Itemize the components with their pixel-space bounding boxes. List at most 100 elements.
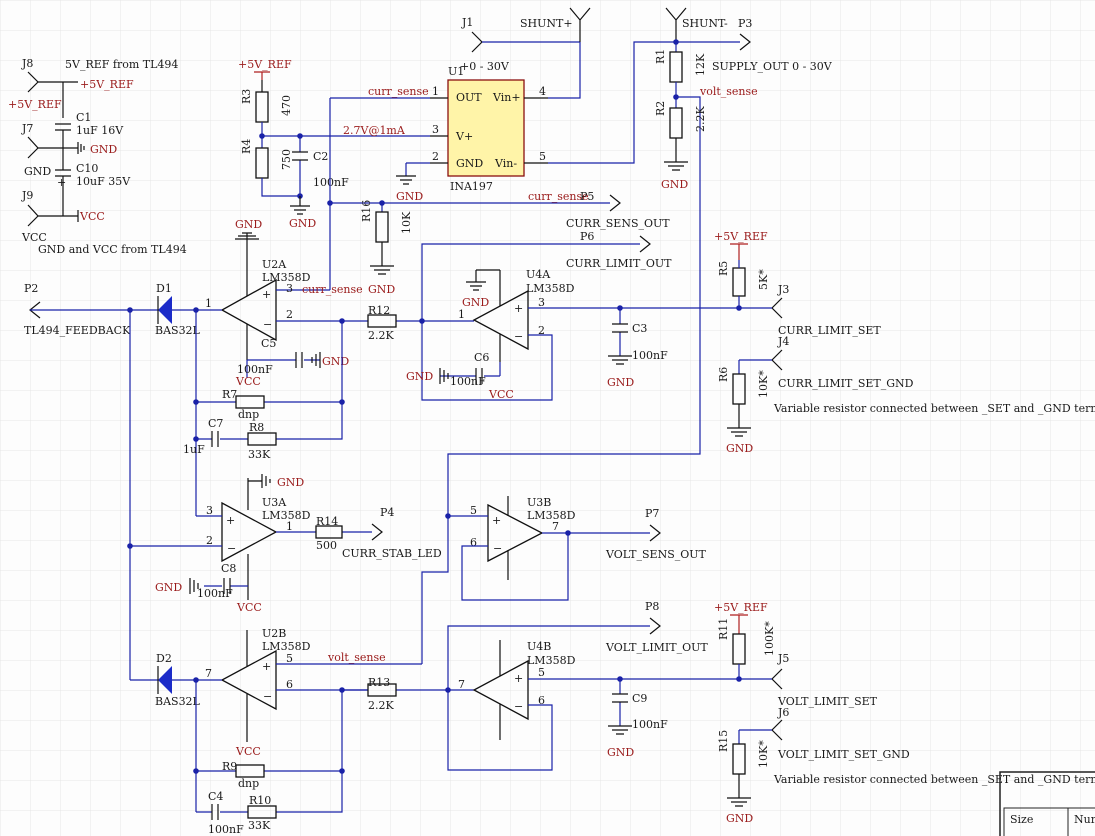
p5-ref: P5 [580,190,594,203]
u1-pin1: 1 [432,85,439,98]
note-curr: Variable resistor connected between _SET… [773,402,1095,415]
c4-value: 100nF [208,823,244,836]
r6-gnd-label: GND [726,442,753,455]
u1-pin4: 4 [539,85,546,98]
svg-text:−: − [493,542,502,555]
c4-ref: C4 [208,790,223,803]
c1-ref: C1 [76,111,91,124]
p4-arrow-icon [371,523,383,541]
c2-capacitor-icon [292,151,308,161]
p4-net: CURR_STAB_LED [342,547,442,560]
svg-text:−: − [227,542,236,555]
j8-net: +5V_REF [80,78,134,91]
u2b-ref: U2B [262,627,286,640]
j8-left-net: +5V_REF [8,98,62,111]
u1-ic-body [447,79,525,177]
j1-desc: +0 - 30V [460,60,510,73]
r7-resistor [235,395,265,409]
svg-text:3: 3 [538,296,545,309]
r6-ref: R6 [717,367,730,382]
r2-ref: R2 [654,101,667,116]
svg-text:+: + [262,660,271,673]
svg-text:+: + [226,514,235,527]
r14-value: 500 [316,539,337,552]
d1-value: BAS32L [155,324,201,337]
svg-text:2: 2 [538,324,545,337]
r1-value: 12K [694,53,707,76]
v27-label: 2.7V@1mA [343,124,406,137]
c5-capacitor-icon [295,352,303,368]
c6-capacitor-icon [475,368,483,384]
svg-text:2: 2 [286,308,293,321]
u1-pin-vinp: Vin+ [492,91,521,104]
u2b-symbol [220,649,277,711]
r4-ref: R4 [240,139,253,154]
c6-gnd-label: GND [406,370,433,383]
r1-ref: R1 [654,49,667,64]
j8-desc: 5V_REF from TL494 [65,58,178,71]
gnd-icon-c5 [311,352,321,368]
c3-gnd-label: GND [607,376,634,389]
r15-ref: R15 [717,730,730,752]
r12-ref: R12 [368,304,390,317]
title-size-label: Size [1010,813,1033,826]
u1-ref: U1 [448,65,464,78]
u1-pin5: 5 [539,150,546,163]
gnd-icon-r16 [370,242,394,275]
gnd-icon-r6 [727,404,751,437]
j9-desc: GND and VCC from TL494 [38,243,187,256]
svg-text:+: + [514,672,523,685]
j3-ref: J3 [777,283,789,296]
u2a-gnd-label: GND [235,218,262,231]
p7-net: VOLT_SENS_OUT [605,548,707,561]
gnd-icon-c9 [608,725,632,735]
svg-text:+: + [492,514,501,527]
u3a-opamp: GND U3A LM358D + − 3 2 1 R14 500 P4 CURR… [127,474,442,614]
current-sense-outputs: curr_sense P5 R16 10K GND CURR_SENS_OUT … [327,190,672,321]
r6-value: 10K* [757,370,770,398]
c5-gnd-label: GND [322,355,349,368]
p5-arrow-icon [609,194,621,212]
r12-resistor [367,314,397,328]
r9-value: dnp [238,777,259,790]
u2a-vcc-label: VCC [235,375,261,388]
svg-text:3: 3 [286,282,293,295]
u1-pin2: 2 [432,150,439,163]
note-volt: Variable resistor connected between _SET… [773,773,1095,786]
r5-ref: R5 [717,261,730,276]
svg-text:5: 5 [286,652,293,665]
c2-gnd-label: GND [289,217,316,230]
r10-resistor [247,805,277,819]
c7-value: 1uF [183,443,205,456]
gnd-icon-c8 [189,578,199,594]
u3a-ref: U3A [262,496,287,509]
u2a-symbol [220,278,277,342]
r2-value: 2.2K [694,106,707,132]
u1-pin-gnd: GND [456,157,483,170]
svg-text:1: 1 [205,297,212,310]
c1-value: 1uF 16V [76,124,124,137]
p3-desc: SUPPLY_OUT 0 - 30V [712,60,833,73]
gnd-icon-u3a [247,474,271,510]
curr-sense-label-1: curr_sense [368,85,429,98]
c6-value: 100nF [450,375,486,388]
j1-ref: J1 [461,16,473,29]
p7-ref: P7 [645,507,659,520]
gnd-icon-c2 [290,196,310,215]
u1-gnd-label: GND [396,190,423,203]
u3b-value: LM358D [527,509,576,522]
r2-gnd-label: GND [661,178,688,191]
p8-ref: P8 [645,600,659,613]
u2b-opamp: U2B LM358D + − volt_sense 5 6 7 VCC D2 B… [130,627,422,758]
gnd-icon-u2a [235,232,259,260]
gnd-icon [77,142,85,154]
j6-net: VOLT_LIMIT_SET_GND [777,748,910,761]
u4b-value: LM358D [527,654,576,667]
svg-text:5: 5 [538,666,545,679]
r7-value: dnp [238,408,259,421]
shunt-plus-connector-icon [569,7,591,42]
svg-text:−: − [514,700,523,713]
r5-ref5-label: +5V_REF [714,230,768,243]
